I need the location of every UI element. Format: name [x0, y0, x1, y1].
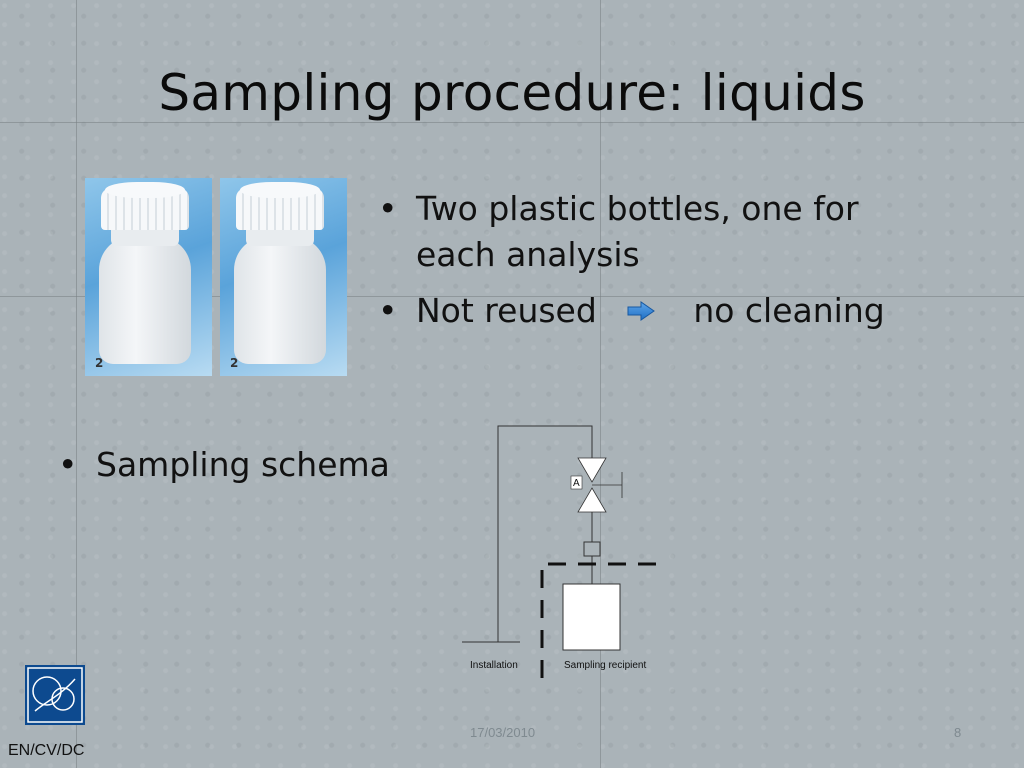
recipient-label: Sampling recipient	[564, 660, 646, 671]
background-gridline	[0, 296, 1024, 297]
photo-number: 2	[230, 356, 239, 370]
valve-label: A	[573, 478, 580, 489]
department-label: EN/CV/DC	[8, 742, 85, 759]
list-item: • Not reused no cleaning	[378, 288, 898, 334]
slide-date: 17/03/2010	[470, 725, 536, 740]
photo-number: 2	[95, 356, 104, 370]
bullet-text: Not reused	[416, 291, 597, 330]
bottle-body	[234, 236, 326, 364]
bottle-body	[99, 236, 191, 364]
background-gridline	[600, 0, 601, 768]
bullet-text: Sampling schema	[96, 445, 390, 484]
background-gridline	[0, 122, 1024, 123]
bullet-dot: •	[378, 189, 398, 228]
bottle-photo: 2	[220, 178, 347, 376]
valve-label-box	[570, 475, 583, 490]
background-gridline	[76, 0, 77, 768]
bottle-cap-top	[240, 182, 320, 198]
bullet-text: no cleaning	[693, 291, 885, 330]
cern-logo	[25, 665, 85, 725]
schema-bullet-list: • Sampling schema	[58, 442, 438, 488]
list-item: • Sampling schema	[58, 442, 438, 488]
valve-top-triangle	[577, 457, 607, 483]
valve-bottom-triangle	[577, 487, 607, 513]
bottle-bullet-list: • Two plastic bottles, one for each anal…	[378, 186, 898, 334]
sampling-recipient-box	[562, 583, 621, 651]
enclosure-dashed-line	[540, 562, 656, 678]
pipe-connector	[583, 541, 601, 557]
right-arrow-icon	[627, 301, 655, 321]
bullet-dot: •	[378, 291, 398, 330]
list-item: • Two plastic bottles, one for each anal…	[378, 186, 898, 278]
slide-title: Sampling procedure: liquids	[158, 64, 866, 122]
installation-pipe	[497, 425, 593, 642]
bullet-dot: •	[58, 445, 78, 484]
page-number: 8	[954, 725, 962, 740]
installation-label: Installation	[470, 660, 518, 671]
bottle-cap-top	[105, 182, 185, 198]
sampling-schema-diagram: A Installation Sampling recipient	[462, 425, 656, 678]
cern-logo-graphic	[27, 667, 83, 723]
bullet-text: Two plastic bottles, one for each analys…	[416, 189, 859, 274]
bottle-photo: 2	[85, 178, 212, 376]
